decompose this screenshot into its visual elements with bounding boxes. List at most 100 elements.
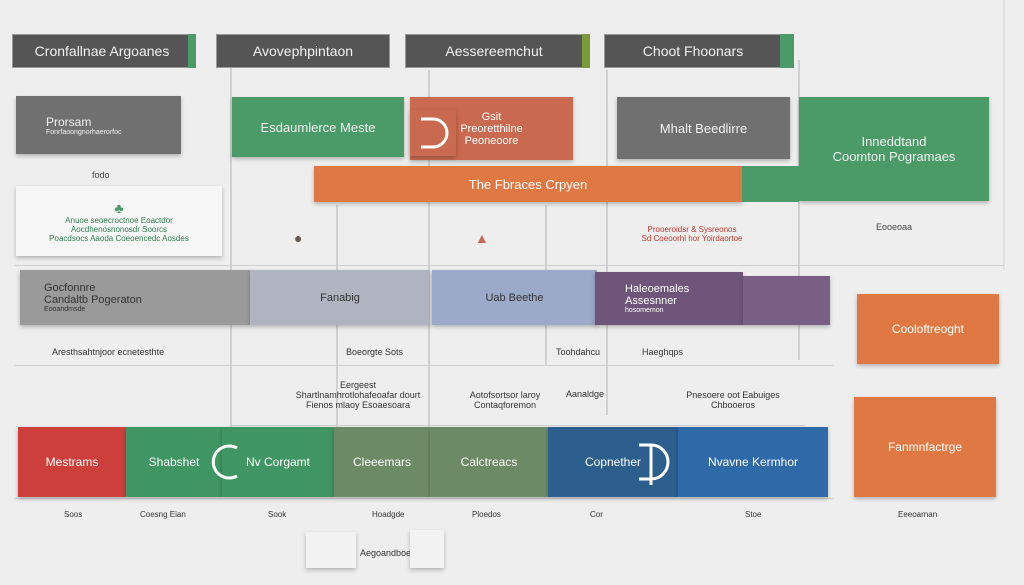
footer-frame (410, 530, 444, 568)
bottom-segment: Shabshet (126, 427, 222, 497)
assessment-line: Assesnner (625, 295, 677, 307)
segment-label: Copnether (584, 455, 642, 469)
header-accent (188, 34, 196, 68)
flask-icon: ▲ (475, 230, 489, 246)
d-shape-icon (622, 432, 682, 492)
bottom-label: Soos (64, 510, 83, 519)
program-subtitle: Fonrfaoongnorhaerorfoc (46, 128, 122, 136)
bottom-label: Ploedos (472, 510, 501, 519)
right-box-label: Cooloftreoght (891, 322, 965, 336)
right-box: Cooloftreoght (857, 294, 999, 364)
connector-line (336, 205, 338, 465)
row2-label: Haeghqps (642, 347, 684, 357)
row2-label: Boeorgte Sots (346, 347, 404, 357)
note-line: Prooeroidsr & Sysreonos (647, 225, 737, 234)
d-shape-icon (410, 110, 456, 156)
bottom-segment: Cleeemars (334, 427, 430, 497)
c-shape-icon (205, 440, 245, 484)
step-label: Uab Beethe (485, 291, 544, 304)
left-note-box: ♣ Anuoe seoecroctnoe Eoactdor Aocdhenosn… (16, 186, 222, 256)
note-line: Sd Coeoorhl hor Yoirdaortoe (641, 234, 743, 243)
row2-label: Toohdahcu (556, 347, 601, 357)
divider-line (14, 498, 834, 499)
bottom-label: Hoadgde (372, 510, 405, 519)
footer-frame (306, 532, 356, 568)
connector-line (1003, 0, 1005, 270)
row2-label: Aresthsahtnjoor ecnetesthte (52, 347, 165, 357)
note-line: Eergeest (339, 380, 377, 390)
mid-row3-note: Aotofsortsor laroy Contaqforemon (458, 384, 552, 416)
header-accent (780, 34, 794, 68)
banner-label: The Fbraces Crpyen (468, 176, 588, 192)
assessment-line: hosomemon (625, 307, 664, 314)
bottom-segment: Copnether (548, 427, 678, 497)
banner-bar: The Fbraces Crpyen (314, 166, 742, 202)
bottom-segment: Nv Corgamt (222, 427, 334, 497)
candidate-line: Candaltb Pogeraton (44, 294, 142, 306)
note-line: Aocdhenosnonosdr Soorcs (70, 224, 168, 234)
note-line: Poacdsocs Aaoda Coeoencedc Aosdes (49, 233, 189, 243)
divider-line (230, 425, 805, 426)
header-label: Aessereemchut (445, 43, 543, 59)
segment-label: Shabshet (148, 455, 200, 469)
bottom-segment: Nvavne Kermhor (678, 427, 828, 497)
segment-label: Mestrams (45, 455, 99, 469)
right-bottom-label: Fanmnfactrge (887, 440, 963, 454)
assessment-box: Haleoemales Assesnner hosomemon (595, 272, 743, 325)
right-row3-note: Pnesoere oot Eabuiges Chbooeros (670, 384, 796, 416)
cost-line: Preoretthilne (460, 122, 523, 135)
step-box: Uab Beethe (432, 270, 597, 325)
right-bottom-box: Fanmnfactrge (854, 397, 996, 497)
bottom-label: Stoe (745, 510, 762, 519)
immed-line: Inneddtand (861, 134, 927, 149)
header-box-1: Cronfallnae Argoanes (12, 34, 192, 68)
header-accent (582, 34, 590, 68)
flow-box: Fanabig (250, 270, 430, 325)
candidate-line: Gocfonnre (44, 282, 96, 294)
connector-line (606, 70, 608, 415)
immed-line: Coomton Pogramaes (832, 149, 956, 164)
flow-label: Fanabig (320, 291, 360, 304)
note-line: Chbooeros (710, 400, 756, 410)
environment-label: Esdaumlerce Meste (260, 119, 376, 135)
divider-line (14, 365, 834, 366)
mait-box: Mhalt Beedlirre (617, 97, 790, 159)
header-box-2: Avovephpintaon (216, 34, 390, 68)
header-label: Avovephpintaon (252, 43, 354, 59)
top-small-label: fodo (92, 170, 110, 180)
bottom-segment: Calctreacs (430, 427, 548, 497)
bottom-label: Sook (268, 510, 287, 519)
right-note: Eooeoaa (876, 222, 913, 232)
segment-label: Calctreacs (460, 455, 518, 469)
divider-line (14, 265, 1004, 266)
segment-label: Nvavne Kermhor (707, 455, 799, 469)
segment-label: Cleeemars (352, 455, 412, 469)
candidate-box: Gocfonnre Candaltb Pogeraton Eooandmsde (20, 270, 250, 325)
segment-label: Nv Corgamt (245, 455, 310, 469)
bottom-label: Eeeoarnan (898, 510, 938, 519)
mait-label: Mhalt Beedlirre (659, 120, 748, 136)
header-label: Cronfallnae Argoanes (34, 43, 170, 59)
ascending-label: Aanaldge (566, 389, 605, 399)
header-box-3: Aessereemchut (405, 34, 583, 68)
bottom-label: Cor (590, 510, 603, 519)
note-line: Shartlnamhrotlohafeoafar dourt (295, 390, 421, 400)
cost-line: Gsit (481, 110, 502, 123)
environment-box: Esdaumlerce Meste (232, 97, 404, 157)
purple-extension (743, 276, 830, 325)
note-line: Pnesoere oot Eabuiges (686, 390, 780, 400)
note-line: Contaqforemon (473, 400, 537, 410)
mid-note: Prooeroidsr & Sysreonos Sd Coeoorhl hor … (627, 214, 757, 254)
header-label: Choot Fhoonars (642, 43, 744, 59)
note-line: Anuoe seoecroctnoe Eoactdor (65, 215, 173, 225)
assessment-line: Haleoemales (625, 283, 690, 295)
bottom-label: Coesng Eian (140, 510, 186, 519)
program-box: Prorsam Fonrfaoongnorhaerorfoc (16, 96, 181, 154)
bell-icon: ● (294, 230, 303, 246)
header-box-4: Choot Fhoonars (604, 34, 782, 68)
cost-line: Peoneoore (464, 134, 519, 147)
connector-line (798, 60, 800, 360)
note-line: Aotofsortsor laroy (469, 390, 541, 400)
candidate-line: Eooandmsde (44, 306, 86, 313)
banner-accent (742, 166, 799, 202)
